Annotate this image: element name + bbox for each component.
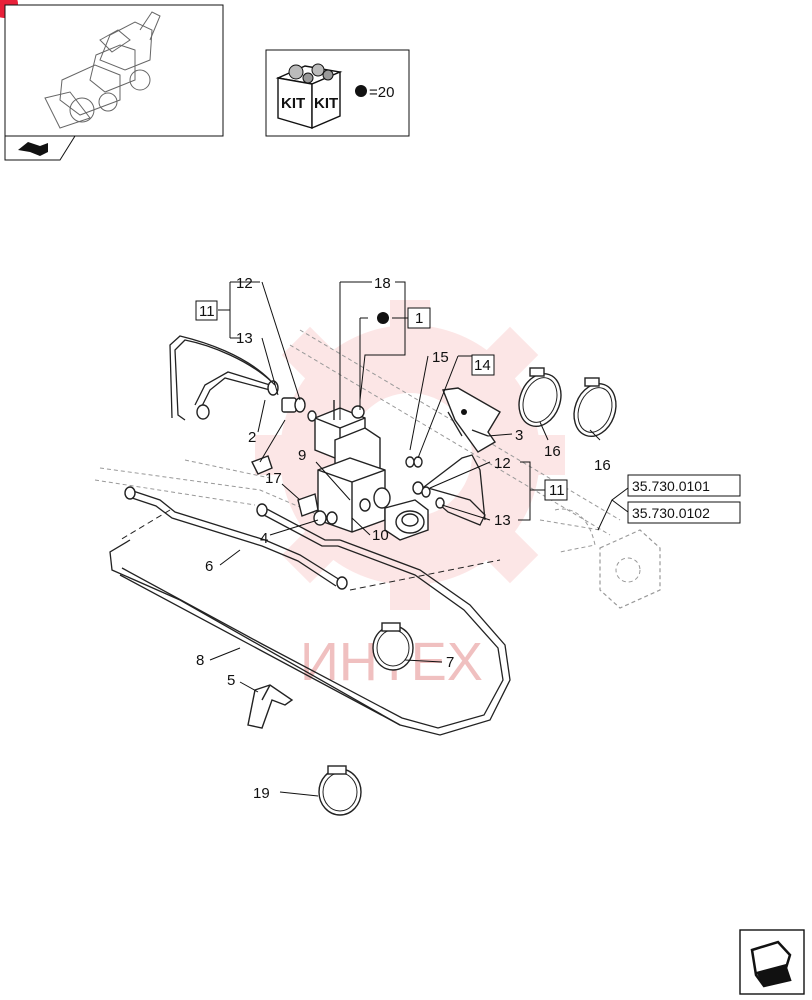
label-4: 4 xyxy=(260,530,268,547)
reference-link-1[interactable]: 35.730.0101 xyxy=(627,474,741,497)
label-5: 5 xyxy=(227,672,235,689)
leader-lines xyxy=(209,281,629,797)
label-6: 6 xyxy=(205,558,213,575)
kit-cube-icon xyxy=(275,63,343,130)
label-11-right: 11 xyxy=(549,482,565,499)
reference-link-2[interactable]: 35.730.0102 xyxy=(627,501,741,524)
label-13-right: 13 xyxy=(494,512,511,529)
backhoe-loader-icon xyxy=(44,11,161,129)
kit-text-right: KIT xyxy=(314,95,338,112)
kit-quantity: =20 xyxy=(369,84,394,101)
fitting-15 xyxy=(405,456,423,468)
label-9: 9 xyxy=(298,447,306,464)
label-box-11-right xyxy=(544,479,568,501)
pipe-2 xyxy=(194,371,279,420)
dashed-link xyxy=(119,509,501,591)
label-2: 2 xyxy=(248,429,256,446)
clamp-19 xyxy=(318,765,362,816)
kit-text-left: KIT xyxy=(281,95,305,112)
kit-box: KIT KIT =20 xyxy=(265,49,410,137)
pipe-10 xyxy=(119,539,511,736)
label-13-left: 13 xyxy=(236,330,253,347)
clamp-7 xyxy=(372,622,414,671)
back-arrow-icon xyxy=(18,142,48,156)
pipe-4 xyxy=(256,503,340,547)
label-14: 14 xyxy=(474,357,491,374)
label-1: 1 xyxy=(415,310,423,327)
label-16-left: 16 xyxy=(544,443,561,460)
label-box-14 xyxy=(471,354,495,376)
reference-2-text: 35.730.0102 xyxy=(632,505,710,521)
item-18-pin xyxy=(333,400,365,420)
pipe-11-right xyxy=(412,454,486,526)
label-16-right: 16 xyxy=(594,457,611,474)
cylinder-end xyxy=(554,508,661,609)
kit-dot-icon xyxy=(377,312,389,324)
kit-dot-icon xyxy=(355,85,367,97)
clamp-16b xyxy=(573,377,617,437)
label-10: 10 xyxy=(372,527,389,544)
pipe-11-left xyxy=(169,335,276,421)
label-15: 15 xyxy=(432,349,449,366)
label-18: 18 xyxy=(374,275,391,292)
label-8: 8 xyxy=(196,652,204,669)
back-nav-tab[interactable] xyxy=(4,135,76,161)
machine-thumbnail[interactable] xyxy=(4,4,224,137)
fitting-17 xyxy=(297,493,338,526)
clamp-16a xyxy=(518,367,562,427)
next-page-icon xyxy=(750,940,792,988)
label-box-1 xyxy=(407,307,431,329)
label-12-right: 12 xyxy=(494,455,511,472)
next-page-button[interactable] xyxy=(739,929,805,995)
label-17: 17 xyxy=(265,470,282,487)
valve-block xyxy=(314,407,429,541)
bracket-3 xyxy=(442,387,501,453)
label-box-11-left xyxy=(195,300,218,321)
label-11-left: 11 xyxy=(199,303,215,320)
label-7: 7 xyxy=(446,654,454,671)
reference-1-text: 35.730.0101 xyxy=(632,478,710,494)
label-19: 19 xyxy=(253,785,270,802)
label-12-top-left: 12 xyxy=(236,275,253,292)
label-3: 3 xyxy=(515,427,523,444)
pipe-8 xyxy=(109,539,401,726)
bracket-5 xyxy=(247,684,294,729)
pipe-6 xyxy=(124,486,348,590)
